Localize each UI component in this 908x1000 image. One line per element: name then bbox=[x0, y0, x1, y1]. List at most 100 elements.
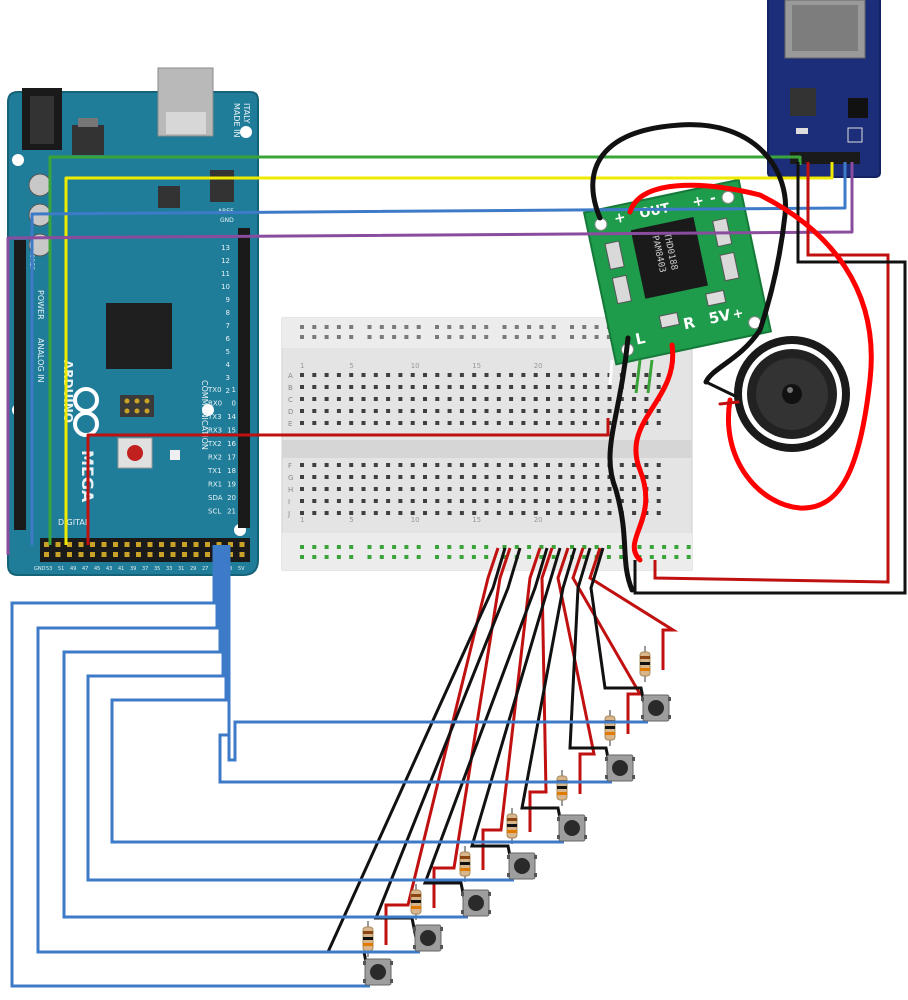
breadboard-column-number: 20 bbox=[534, 362, 543, 370]
bottom-pin-label: 37 bbox=[142, 566, 148, 572]
gnd-label: GND bbox=[220, 217, 234, 224]
comm-pin-name: TX1 bbox=[207, 467, 222, 475]
push-button[interactable] bbox=[605, 754, 635, 782]
amp-right-channel-wire bbox=[631, 342, 676, 563]
bottom-pin-label: GND bbox=[34, 566, 46, 572]
breadboard-column-number: 15 bbox=[472, 362, 481, 370]
button-gnd-wire bbox=[520, 547, 577, 829]
digital-pin-number: 4 bbox=[226, 361, 231, 369]
button-vcc-wire bbox=[571, 547, 643, 734]
digital-pin-number: 7 bbox=[226, 322, 230, 330]
sd-power-wires bbox=[633, 162, 907, 595]
button-vcc-wire bbox=[528, 547, 554, 832]
reset-button[interactable] bbox=[117, 437, 153, 469]
digital-pin-number: 10 bbox=[221, 283, 230, 291]
breadboard-row-letter: J bbox=[287, 510, 290, 518]
button-gnd-wire bbox=[568, 547, 612, 769]
digital-pin-number: 8 bbox=[226, 309, 230, 317]
breadboard-row-letter: H bbox=[288, 486, 293, 494]
button-vcc-wire bbox=[556, 547, 596, 794]
breadboard-row-letter: G bbox=[288, 474, 293, 482]
digital-pin-number: 12 bbox=[221, 257, 230, 265]
bottom-pin-label: 49 bbox=[70, 566, 76, 572]
resistor bbox=[556, 770, 568, 806]
sd-wires bbox=[6, 155, 854, 555]
microcontroller-chip bbox=[106, 303, 172, 369]
comm-pin-number: 0 bbox=[232, 400, 236, 408]
wire-sd-gnd bbox=[633, 162, 907, 595]
out-label: OUT bbox=[638, 201, 671, 222]
comm-pin-name: SDA bbox=[208, 494, 223, 502]
push-button[interactable] bbox=[641, 694, 671, 722]
comm-pin-number: 16 bbox=[227, 440, 236, 448]
resistor bbox=[604, 710, 616, 746]
breadboard-row-letter: D bbox=[288, 408, 293, 416]
comm-pin-name: RX1 bbox=[208, 481, 222, 489]
amp-input-leads bbox=[608, 359, 654, 394]
push-button[interactable] bbox=[507, 852, 537, 880]
bottom-pin-label: 35 bbox=[154, 566, 160, 572]
bottom-pin-label: 41 bbox=[118, 566, 124, 572]
button-signal-wire bbox=[62, 545, 468, 919]
digital-pin-number: 5 bbox=[226, 348, 230, 356]
bottom-pin-label: 31 bbox=[178, 566, 184, 572]
comm-pin-number: 20 bbox=[227, 494, 236, 502]
button-signal-wire bbox=[227, 545, 648, 762]
breadboard-column-number: 15 bbox=[472, 516, 481, 524]
comm-pin-name: SCL bbox=[208, 508, 221, 516]
digital-pin-number: 2 bbox=[226, 387, 230, 395]
icsp-header bbox=[120, 395, 154, 417]
bottom-pin-label: 5V bbox=[238, 566, 245, 572]
button-vcc-wire bbox=[588, 547, 679, 670]
comm-pin-number: 19 bbox=[227, 481, 236, 489]
comm-pin-number: 18 bbox=[227, 467, 236, 475]
push-button[interactable] bbox=[363, 958, 393, 986]
breadboard-row-letter: E bbox=[288, 420, 292, 428]
comm-pin-name: RX3 bbox=[208, 427, 222, 435]
out-plus-label-2: + bbox=[691, 193, 706, 211]
breadboard-column-number: 5 bbox=[349, 516, 353, 524]
button-signal-wire bbox=[86, 545, 514, 882]
breadboard-row-letter: I bbox=[288, 498, 290, 506]
power-label: POWER bbox=[36, 290, 45, 320]
comm-pin-name: TX2 bbox=[207, 440, 222, 448]
speaker-lead-black bbox=[704, 380, 737, 398]
sd-pin-header bbox=[790, 152, 860, 164]
amp-vcc-wire bbox=[627, 182, 874, 511]
button-signal-wire bbox=[10, 545, 370, 988]
made-in-label: MADE IN bbox=[232, 103, 241, 137]
brand-label: ARDUINO bbox=[61, 360, 75, 423]
out-minus-label: - bbox=[708, 190, 717, 207]
speaker bbox=[734, 336, 850, 452]
bottom-pin-label: 43 bbox=[106, 566, 112, 572]
wire-sd-vcc bbox=[653, 162, 890, 584]
breadboard-column-number: 10 bbox=[411, 516, 420, 524]
arduino-infinity-logo bbox=[73, 387, 99, 437]
breadboard-column-number: 20 bbox=[534, 516, 543, 524]
push-button[interactable] bbox=[461, 889, 491, 917]
amp-left-channel-wire bbox=[607, 335, 635, 593]
breadboard-row-letter: B bbox=[288, 384, 293, 392]
bottom-pin-label: 39 bbox=[130, 566, 136, 572]
supply-plus-label: + bbox=[731, 306, 745, 323]
hand-drawn-wires bbox=[590, 122, 874, 593]
out-plus-label: + bbox=[613, 209, 628, 227]
push-button[interactable] bbox=[413, 924, 443, 952]
comm-pin-name: RX0 bbox=[208, 400, 222, 408]
wire-yellow bbox=[64, 162, 834, 545]
button-signal-wire bbox=[110, 545, 564, 844]
resistor bbox=[410, 884, 422, 920]
button-gnd-wire bbox=[589, 547, 647, 709]
wire-purple bbox=[6, 162, 854, 555]
right-channel-label: R bbox=[682, 313, 697, 333]
comm-pin-number: 15 bbox=[227, 427, 236, 435]
digital-pin-number: 6 bbox=[226, 335, 231, 343]
bottom-pin-label: 51 bbox=[58, 566, 64, 572]
wire-blue bbox=[30, 162, 847, 545]
wire-red-arduino-5v bbox=[86, 418, 610, 545]
comm-pin-name: TX0 bbox=[207, 386, 222, 394]
button-vcc-wire bbox=[432, 547, 512, 908]
bottom-pin-label: 29 bbox=[190, 566, 196, 572]
push-button[interactable] bbox=[557, 814, 587, 842]
